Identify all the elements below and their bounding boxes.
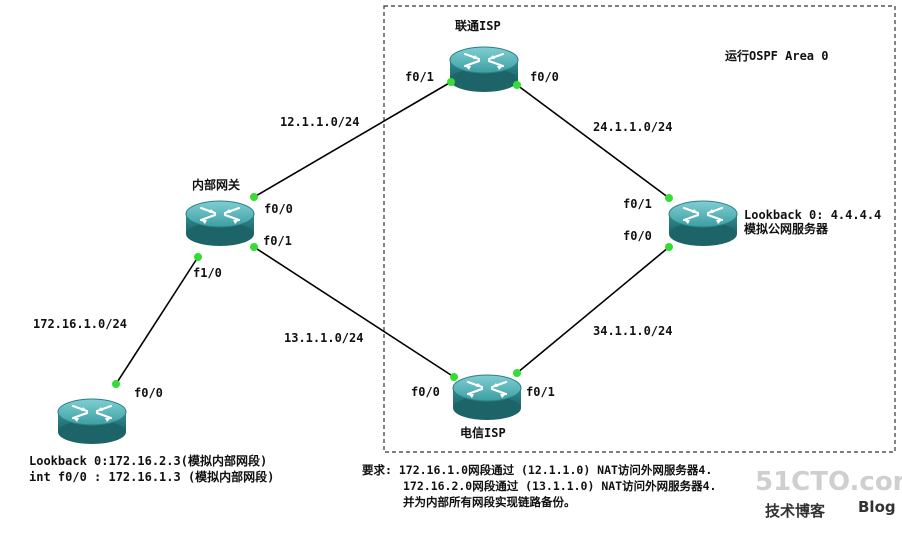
network-label-34: 34.1.1.0/24	[593, 324, 672, 338]
port-dot	[250, 243, 258, 251]
internal-host-label-line2: int f0/0 : 172.16.1.3 (模拟内部网段)	[29, 469, 274, 484]
port-dot	[665, 243, 673, 251]
network-label-12: 12.1.1.0/24	[280, 115, 359, 129]
link-gateway-telecom	[253, 246, 455, 378]
router-name-gateway: 内部网关	[192, 177, 240, 192]
link-gateway-unicom	[253, 81, 452, 198]
watermark-brand: 51CTO.com	[755, 467, 902, 497]
internal-host-label-line1: Lookback 0:172.16.2.3(模拟内部网段)	[29, 453, 267, 468]
port-dot	[450, 373, 458, 381]
port-label: f0/1	[263, 234, 292, 248]
port-label: f0/0	[623, 229, 652, 243]
router-name-telecom: 电信ISP	[460, 425, 506, 440]
link-unicom-server	[516, 84, 670, 199]
server-label-line2: 模拟公网服务器	[744, 221, 829, 236]
router-internal-gateway[interactable]	[184, 199, 256, 248]
port-dot	[250, 193, 258, 201]
network-label-172: 172.16.1.0/24	[33, 317, 127, 331]
router-unicom-isp[interactable]	[448, 45, 520, 94]
port-dot	[513, 369, 521, 377]
router-telecom-isp[interactable]	[451, 373, 523, 422]
link-internal-gateway	[115, 256, 199, 385]
port-label: f0/1	[405, 70, 434, 84]
watermark-blog: Blog	[858, 498, 896, 516]
port-label: f0/0	[134, 386, 163, 400]
port-dot	[194, 253, 202, 261]
port-label: f0/0	[264, 202, 293, 216]
port-dot	[112, 380, 120, 388]
port-label: f0/0	[411, 385, 440, 399]
requirements-line3: 并为内部所有网段实现链路备份。	[403, 495, 576, 509]
server-label-line1: Lookback 0: 4.4.4.4	[744, 208, 881, 222]
port-label: f0/0	[530, 70, 559, 84]
port-dot	[665, 194, 673, 202]
port-label: f0/1	[526, 385, 555, 399]
link-telecom-server	[516, 246, 670, 374]
watermark-51cto: 51CTO.com 技术博客 Blog	[755, 467, 902, 520]
port-dot	[513, 81, 521, 89]
links	[115, 81, 670, 385]
ospf-area-zone	[383, 5, 896, 453]
network-label-13: 13.1.1.0/24	[284, 331, 363, 345]
router-internal-host[interactable]	[56, 397, 128, 446]
watermark-sub: 技术博客	[765, 502, 826, 520]
ospf-area-label: 运行OSPF Area 0	[725, 48, 828, 63]
router-name-unicom: 联通ISP	[455, 18, 501, 33]
port-dot	[447, 78, 455, 86]
port-label: f0/1	[623, 197, 652, 211]
port-dots	[112, 78, 673, 388]
requirements-line1: 要求: 172.16.1.0网段通过 (12.1.1.0) NAT访问外网服务器…	[362, 463, 712, 477]
requirements-line2: 172.16.2.0网段通过 (13.1.1.0) NAT访问外网服务器4.	[403, 479, 716, 493]
router-public-server[interactable]	[667, 199, 739, 248]
network-label-24: 24.1.1.0/24	[593, 120, 672, 134]
port-label: f1/0	[193, 266, 222, 280]
